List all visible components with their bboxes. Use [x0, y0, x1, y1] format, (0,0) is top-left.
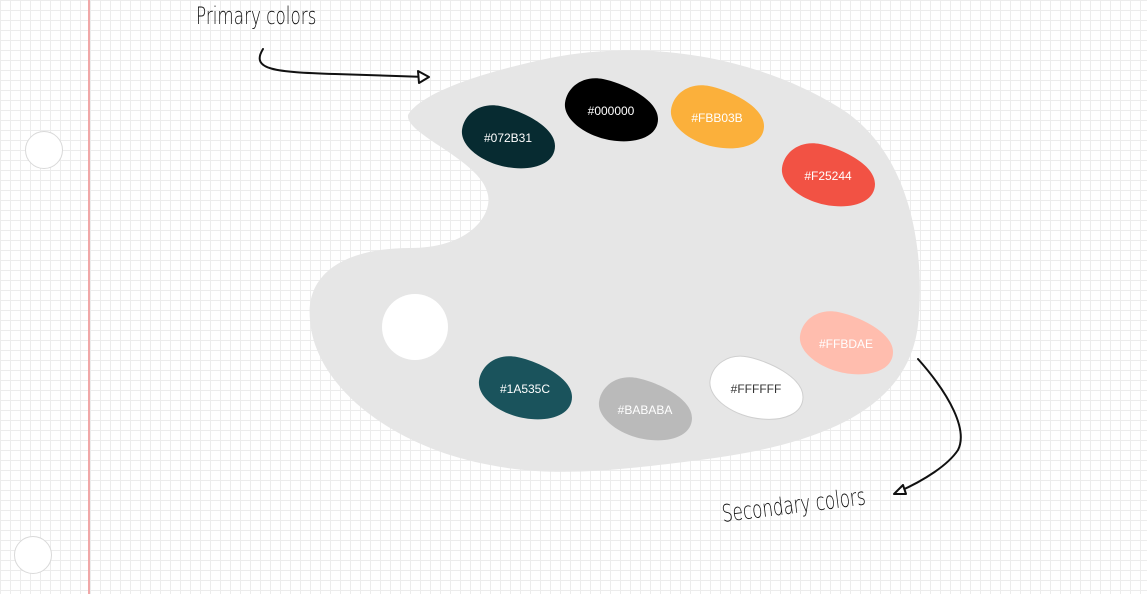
thumb-hole — [382, 294, 448, 360]
primary-swatch-0: #072B31 — [461, 105, 555, 169]
primary-swatch-2: #FBB03B — [670, 85, 764, 149]
punch-hole-top — [25, 131, 63, 169]
secondary-arrow — [897, 358, 962, 493]
punch-hole-bottom — [14, 536, 52, 574]
secondary-swatch-1-label: #1A535C — [500, 382, 550, 396]
secondary-swatch-2-label: #BABABA — [618, 403, 673, 417]
secondary-swatch-0: #FFBDAE — [799, 311, 893, 375]
secondary-swatch-2: #BABABA — [598, 377, 692, 441]
secondary-swatch-3: #FFFFFF — [709, 355, 804, 420]
primary-swatch-2-label: #FBB03B — [691, 111, 742, 125]
primary-colors-label: Primary colors — [196, 2, 317, 30]
notebook-margin-line — [88, 0, 90, 594]
primary-swatch-3: #F25244 — [781, 143, 875, 207]
secondary-swatch-3-label: #FFFFFF — [731, 382, 782, 396]
primary-arrow — [258, 48, 427, 78]
primary-arrowhead — [417, 70, 430, 84]
secondary-swatch-0-label: #FFBDAE — [819, 337, 873, 351]
primary-swatch-3-label: #F25244 — [804, 169, 852, 183]
secondary-swatch-1: #1A535C — [478, 356, 572, 420]
primary-swatch-1-label: #000000 — [588, 104, 635, 118]
primary-swatch-0-label: #072B31 — [484, 131, 532, 145]
primary-swatch-1: #000000 — [564, 78, 658, 142]
secondary-arrowhead — [893, 484, 907, 495]
